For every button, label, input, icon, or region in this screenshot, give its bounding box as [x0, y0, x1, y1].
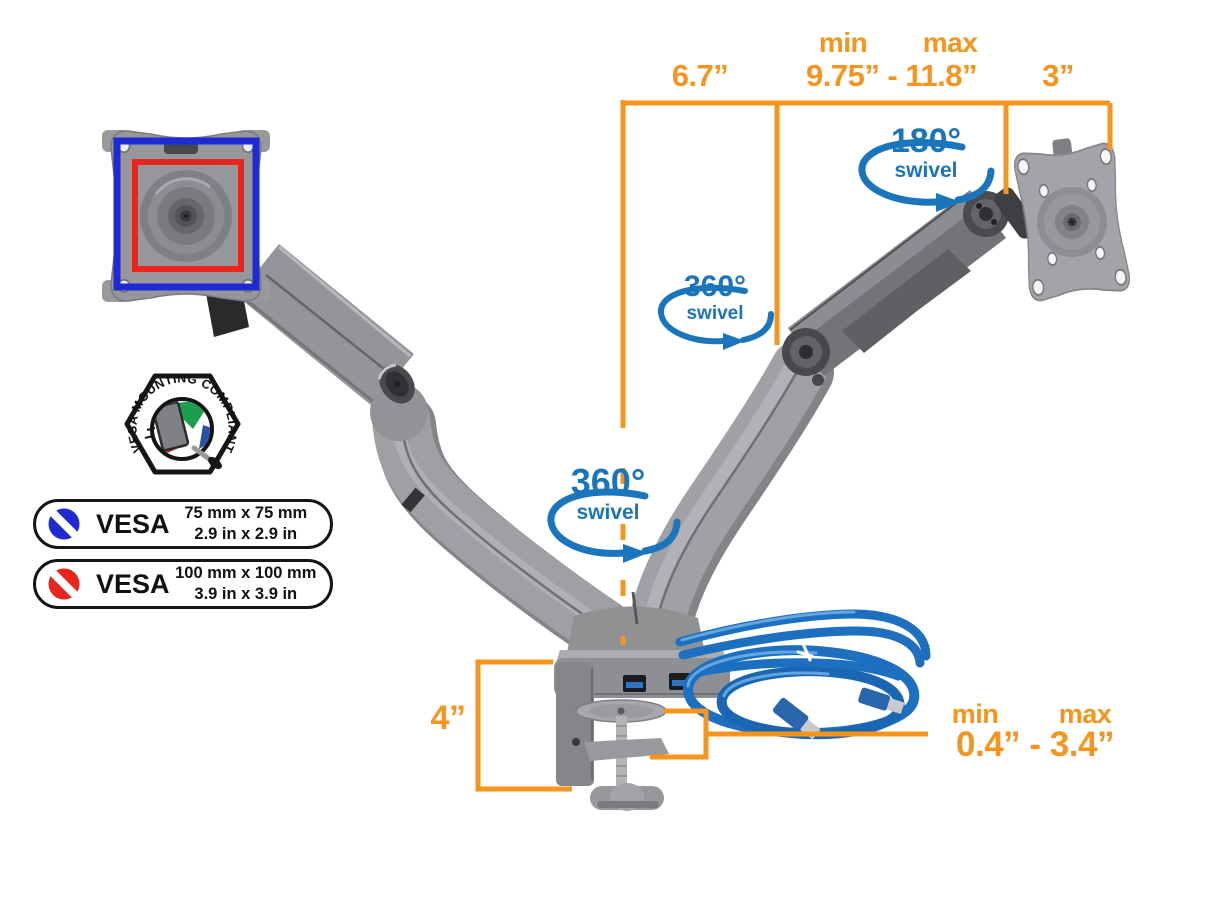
vesa-75-sizes: 75 mm x 75 mm 2.9 in x 2.9 in: [170, 503, 330, 544]
swivel-arrows: [547, 138, 995, 563]
usb-port-icon: [623, 675, 646, 692]
dual-monitor-arm: [102, 130, 1130, 811]
usb-connector-icon: [858, 687, 905, 715]
head-swivel-angle: 180°: [890, 122, 962, 160]
arm-swivel-text: swivel: [686, 303, 744, 324]
left-gas-spring-arm: [370, 383, 632, 660]
vesa-100-size-in: 3.9 in x 3.9 in: [194, 585, 298, 603]
desk-clamp: [556, 662, 669, 811]
right-upper-arm-beam: [782, 190, 1009, 386]
base-collar: [566, 591, 706, 658]
clamp-range-dimension: 0.4” - 3.4”: [956, 725, 1114, 764]
clamp-max-label: max: [1058, 699, 1112, 729]
vesa-100-outline: [132, 159, 244, 272]
usb-cables: [675, 609, 931, 740]
right-vesa-plate: [1014, 138, 1130, 302]
vesa-100-size-mm: 100 mm x 100 mm: [175, 564, 317, 583]
arm-reach-dimension: 6.7”: [671, 58, 729, 93]
vesa-75-size-mm: 75 mm x 75 mm: [184, 504, 308, 523]
vesa-75-label: VESA: [96, 508, 170, 539]
head-swivel-text: swivel: [894, 159, 958, 182]
vesa-badge-monitor-icon: [154, 401, 210, 456]
base-swivel-angle: 360°: [570, 461, 646, 502]
vesa-100-dot-icon: [47, 567, 81, 601]
vesa-75-outline: [113, 137, 260, 291]
rotate-arrow-icon: [658, 284, 774, 350]
vesa-compliant-badge: VESA MOUNTING COMPLIANT: [124, 371, 241, 475]
height-max-label: max: [922, 27, 978, 58]
left-vesa-plate: [102, 130, 270, 302]
arm-swivel-label: 360° swivel: [648, 270, 782, 324]
base-swivel-text: swivel: [576, 501, 640, 524]
clamp-min-label: min: [951, 699, 999, 729]
vesa-100-label: VESA: [96, 568, 170, 599]
rotate-arrow-icon: [858, 138, 995, 212]
left-elbow-joint: [377, 363, 415, 404]
vesa-75-size-in: 2.9 in x 2.9 in: [194, 525, 298, 543]
dimension-lines: [475, 100, 1113, 792]
pole-height-dimension: 4”: [430, 699, 466, 737]
head-swivel-label: 180° swivel: [856, 124, 996, 181]
vesa-75-dot-icon: [47, 507, 81, 541]
base-swivel-label: 360° swivel: [538, 461, 678, 524]
left-upper-arm-beam: [205, 244, 414, 406]
vesa-75-spec-badge: VESA 75 mm x 75 mm 2.9 in x 2.9 in: [33, 499, 333, 549]
plate-width-dimension: 3”: [1042, 58, 1074, 93]
height-range-dimension: 9.75” - 11.8”: [805, 58, 978, 93]
rotate-arrow-icon: [547, 488, 681, 563]
height-min-label: min: [818, 27, 868, 58]
pole-height-bracket: [475, 659, 572, 792]
vesa-100-sizes: 100 mm x 100 mm 3.9 in x 3.9 in: [170, 563, 330, 604]
right-gas-spring-arm: [625, 340, 834, 675]
vesa-100-spec-badge: VESA 100 mm x 100 mm 3.9 in x 3.9 in: [33, 559, 333, 609]
arm-swivel-angle: 360°: [683, 270, 747, 303]
